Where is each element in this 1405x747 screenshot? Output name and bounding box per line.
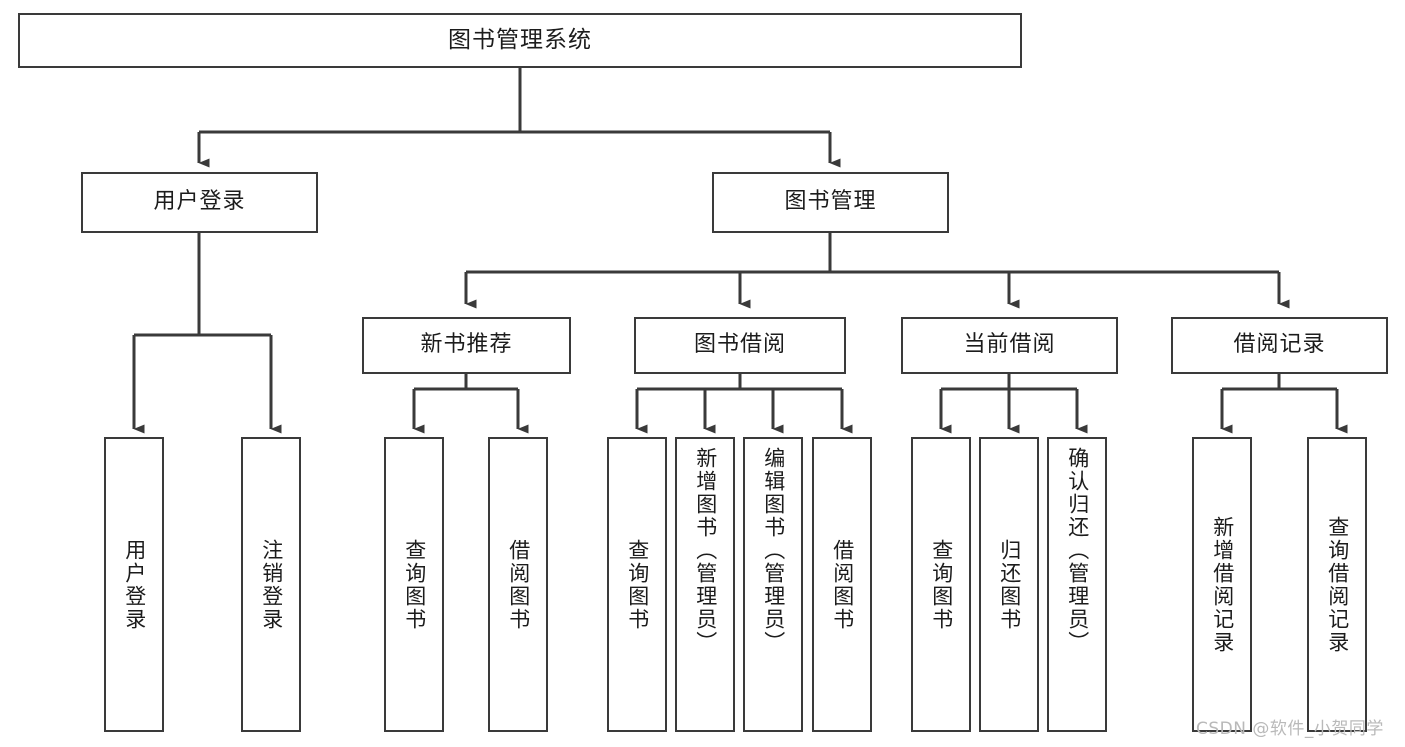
leaf-edit-book-admin[interactable]: 编辑图书（管理员） [743,437,803,732]
node-label: 图书借阅 [693,332,786,358]
node-new-book-recommend[interactable]: 新书推荐 [362,317,571,374]
node-label: 图书管理系统 [448,26,592,53]
node-current-borrow[interactable]: 当前借阅 [901,317,1118,374]
node-label: 注销登录 [259,538,284,631]
node-label: 新增借阅记录 [1210,515,1235,654]
watermark: CSDN @软件_小贺同学 [1196,719,1384,739]
leaf-borrow-book[interactable]: 借阅图书 [812,437,872,732]
leaf-query-book-recommend[interactable]: 查询图书 [384,437,444,732]
leaf-query-borrow-record[interactable]: 查询借阅记录 [1307,437,1367,732]
node-label: 当前借阅 [963,332,1056,358]
node-label: 查询图书 [402,538,427,631]
node-label: 新书推荐 [420,332,513,358]
node-label: 借阅记录 [1233,332,1326,358]
leaf-add-borrow-record[interactable]: 新增借阅记录 [1192,437,1252,732]
node-label: 归还图书 [997,538,1022,631]
node-book-management[interactable]: 图书管理 [712,172,949,233]
node-label: 用户登录 [153,189,246,215]
node-label: 查询图书 [929,538,954,631]
node-label: 用户登录 [122,538,147,631]
leaf-return-book[interactable]: 归还图书 [979,437,1039,732]
leaf-add-book-admin[interactable]: 新增图书（管理员） [675,437,735,732]
leaf-logout[interactable]: 注销登录 [241,437,301,732]
node-borrow-records[interactable]: 借阅记录 [1171,317,1388,374]
node-book-borrow[interactable]: 图书借阅 [634,317,846,374]
node-user-login[interactable]: 用户登录 [81,172,318,233]
node-label: 编辑图书（管理员） [761,447,786,654]
node-label: 新增图书（管理员） [693,447,718,654]
node-label: 借阅图书 [506,538,531,631]
node-label: 借阅图书 [830,538,855,631]
leaf-borrow-book-recommend[interactable]: 借阅图书 [488,437,548,732]
leaf-query-book-current[interactable]: 查询图书 [911,437,971,732]
node-label: 查询借阅记录 [1325,515,1350,654]
node-root-system[interactable]: 图书管理系统 [18,13,1022,68]
node-label: 图书管理 [784,189,877,215]
node-label: 查询图书 [625,538,650,631]
leaf-query-book-borrow[interactable]: 查询图书 [607,437,667,732]
leaf-user-login[interactable]: 用户登录 [104,437,164,732]
leaf-confirm-return-admin[interactable]: 确认归还（管理员） [1047,437,1107,732]
node-label: 确认归还（管理员） [1065,447,1090,654]
